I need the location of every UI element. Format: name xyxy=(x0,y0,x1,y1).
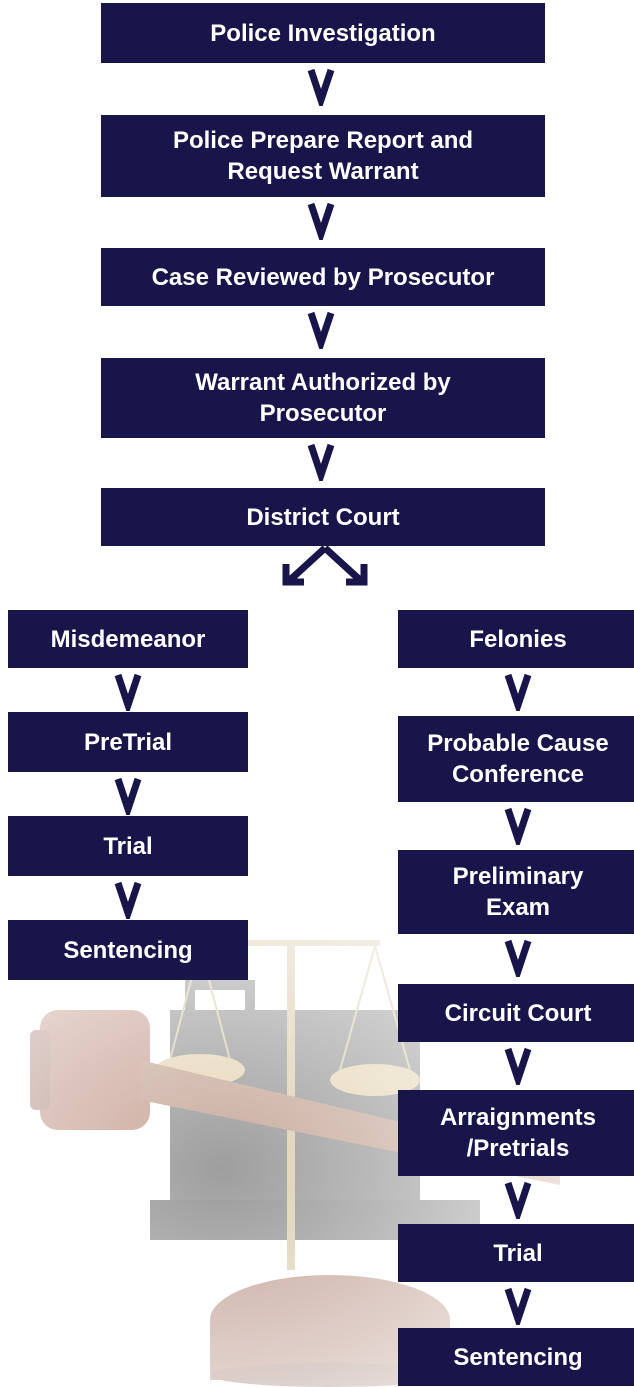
step-label-line1: Probable Cause xyxy=(427,730,609,757)
step-label-line1: Case Reviewed by Prosecutor xyxy=(151,263,495,291)
down-arrow-icon xyxy=(306,200,336,240)
down-arrow-icon xyxy=(503,805,533,845)
step-label-line1: Police Prepare Report and xyxy=(172,127,474,154)
step-label-line2: Exam xyxy=(485,894,551,921)
split-arrows-icon xyxy=(280,546,370,586)
step-sentencing-felony: Sentencing xyxy=(398,1328,634,1386)
step-label-line2: /Pretrials xyxy=(466,1135,570,1162)
down-arrow-icon xyxy=(113,879,143,919)
step-felonies: Felonies xyxy=(398,610,634,668)
step-label: Misdemeanor xyxy=(50,625,206,653)
step-label-line1: Felonies xyxy=(469,625,567,653)
step-trial-misdemeanor: Trial xyxy=(8,816,248,876)
down-arrow-icon xyxy=(503,1045,533,1085)
step-label-line1: Police Investigation xyxy=(210,19,436,47)
step-trial-felony: Trial xyxy=(398,1224,634,1282)
step-preliminary-exam: Preliminary Exam xyxy=(398,850,634,934)
step-label-line1: Warrant Authorized by xyxy=(195,369,451,396)
step-label-line1: Preliminary xyxy=(452,863,584,890)
down-arrow-icon xyxy=(503,1179,533,1219)
step-arraignments-pretrials: Arraignments /Pretrials xyxy=(398,1090,634,1176)
down-arrow-icon xyxy=(503,937,533,977)
down-arrow-icon xyxy=(503,671,533,711)
step-label-line2: Conference xyxy=(451,761,585,788)
down-arrow-icon xyxy=(306,309,336,349)
step-label: PreTrial xyxy=(83,728,173,756)
step-police-prepare-report: Police Prepare Report and Request Warran… xyxy=(101,115,545,197)
step-label: Sentencing xyxy=(63,936,193,964)
step-police-investigation: Police Investigation xyxy=(101,3,545,63)
step-label-line1: District Court xyxy=(246,503,400,531)
down-arrow-icon xyxy=(306,66,336,106)
step-warrant-authorized: Warrant Authorized by Prosecutor xyxy=(101,358,545,438)
step-label-line1: Sentencing xyxy=(453,1343,583,1371)
step-misdemeanor: Misdemeanor xyxy=(8,610,248,668)
step-label-line1: Trial xyxy=(493,1239,543,1267)
down-arrow-icon xyxy=(503,1285,533,1325)
step-label: Trial xyxy=(103,832,153,860)
step-label-line1: Arraignments xyxy=(439,1104,597,1131)
step-label-line2: Prosecutor xyxy=(259,400,387,427)
step-district-court: District Court xyxy=(101,488,545,546)
step-case-reviewed: Case Reviewed by Prosecutor xyxy=(101,248,545,306)
step-probable-cause-conference: Probable Cause Conference xyxy=(398,716,634,802)
down-arrow-icon xyxy=(113,671,143,711)
step-sentencing-misdemeanor: Sentencing xyxy=(8,920,248,980)
step-circuit-court: Circuit Court xyxy=(398,984,634,1042)
step-label-line1: Circuit Court xyxy=(444,999,592,1027)
step-pretrial: PreTrial xyxy=(8,712,248,772)
down-arrow-icon xyxy=(113,775,143,815)
step-label-line2: Request Warrant xyxy=(227,158,419,185)
down-arrow-icon xyxy=(306,441,336,481)
